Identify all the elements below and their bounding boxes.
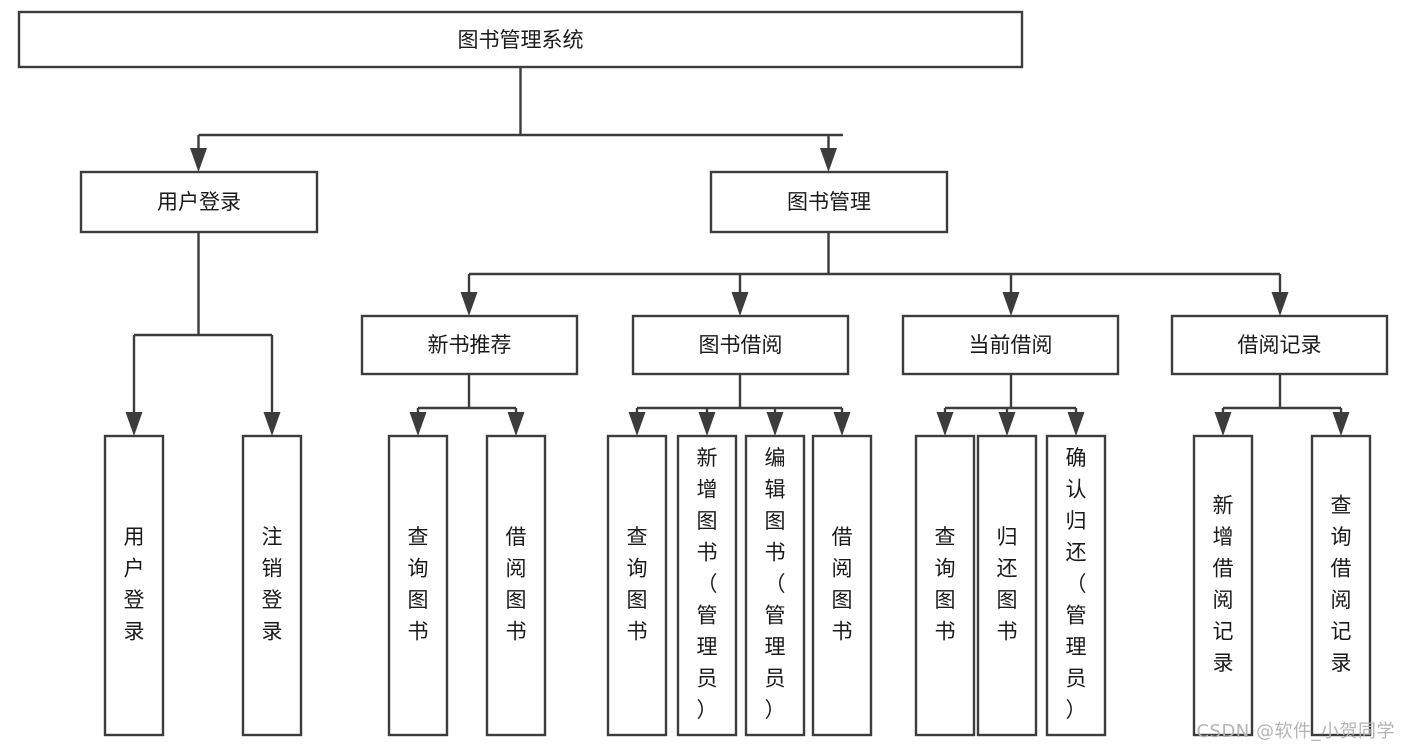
arrowhead-borrow-record [1271, 292, 1289, 316]
node-leaf-query-book-3-box[interactable] [914, 434, 976, 737]
node-root-box[interactable] [17, 10, 1024, 69]
arrowhead-leaf-user-logout [263, 412, 281, 436]
arrowhead-leaf-confirm-return [1067, 412, 1085, 436]
node-leaf-borrow-book-2-box[interactable] [811, 434, 873, 737]
node-book-borrow[interactable]: 图书借阅 [631, 314, 850, 376]
node-new-book-recommend[interactable]: 新书推荐 [360, 314, 579, 376]
node-leaf-add-record-label: 新增借阅记录 [1213, 493, 1234, 675]
node-book-management[interactable]: 图书管理 [709, 170, 949, 234]
node-leaf-return-book-box[interactable] [976, 434, 1038, 737]
node-leaf-query-record[interactable]: 查询借阅记录 [1310, 434, 1372, 737]
arrowhead-leaf-query-book-2 [628, 412, 646, 436]
node-leaf-query-book-1-box[interactable] [387, 434, 449, 737]
node-leaf-edit-book-box[interactable] [744, 434, 806, 737]
node-book-management-label: 图书管理 [787, 190, 871, 214]
node-leaf-borrow-book-2[interactable]: 借阅图书 [811, 434, 873, 737]
arrowhead-user-login [190, 148, 207, 172]
arrowhead-leaf-borrow-book-2 [833, 412, 851, 436]
node-leaf-user-login-label: 用户登录 [124, 525, 145, 644]
node-book-borrow-box[interactable] [631, 314, 850, 376]
node-leaf-confirm-return-box[interactable] [1045, 434, 1107, 737]
node-leaf-user-login[interactable]: 用户登录 [103, 434, 165, 737]
node-leaf-query-book-1[interactable]: 查询图书 [387, 434, 449, 737]
arrowhead-leaf-return-book [998, 412, 1016, 436]
node-leaf-edit-book[interactable]: 编辑图书（管理员） [744, 434, 806, 737]
node-new-book-recommend-label: 新书推荐 [428, 333, 512, 357]
node-leaf-query-record-box[interactable] [1310, 434, 1372, 737]
node-book-borrow-label: 图书借阅 [699, 333, 783, 357]
node-current-borrow-label: 当前借阅 [969, 333, 1053, 357]
node-root[interactable]: 图书管理系统 [17, 10, 1024, 69]
arrowhead-leaf-query-book-1 [409, 412, 427, 436]
node-leaf-return-book-label: 归还图书 [997, 525, 1018, 644]
node-leaf-borrow-book-1-label: 借阅图书 [506, 525, 527, 644]
arrowhead-leaf-query-record [1332, 412, 1350, 436]
node-leaf-add-book[interactable]: 新增图书（管理员） [676, 434, 738, 737]
node-leaf-query-book-1-label: 查询图书 [408, 525, 429, 644]
arrowhead-leaf-add-book [698, 412, 716, 436]
node-leaf-add-record-box[interactable] [1192, 434, 1254, 737]
node-leaf-borrow-book-1-box[interactable] [485, 434, 547, 737]
node-leaf-borrow-book-1[interactable]: 借阅图书 [485, 434, 547, 737]
node-user-login[interactable]: 用户登录 [79, 170, 319, 234]
node-current-borrow[interactable]: 当前借阅 [901, 314, 1120, 376]
arrowhead-book-management [820, 148, 837, 172]
node-leaf-confirm-return[interactable]: 确认归还（管理员） [1045, 434, 1107, 737]
node-root-label: 图书管理系统 [458, 28, 584, 52]
node-leaf-query-book-2-box[interactable] [606, 434, 668, 737]
node-book-management-box[interactable] [709, 170, 949, 234]
node-current-borrow-box[interactable] [901, 314, 1120, 376]
node-leaf-user-logout[interactable]: 注销登录 [241, 434, 303, 737]
node-leaf-query-book-2[interactable]: 查询图书 [606, 434, 668, 737]
node-leaf-query-book-3[interactable]: 查询图书 [914, 434, 976, 737]
node-borrow-record-box[interactable] [1170, 314, 1389, 376]
node-user-login-box[interactable] [79, 170, 319, 234]
connector-group [125, 67, 1350, 436]
node-new-book-recommend-box[interactable] [360, 314, 579, 376]
node-leaf-return-book[interactable]: 归还图书 [976, 434, 1038, 737]
node-leaf-query-book-2-label: 查询图书 [627, 525, 648, 644]
node-user-login-label: 用户登录 [157, 190, 241, 214]
arrowhead-leaf-query-book-3 [936, 412, 954, 436]
arrowhead-leaf-user-login [125, 412, 143, 436]
node-leaf-query-record-label: 查询借阅记录 [1331, 493, 1352, 675]
node-leaf-user-logout-box[interactable] [241, 434, 303, 737]
node-leaf-edit-book-label: 编辑图书（管理员） [765, 446, 786, 722]
node-leaf-add-book-box[interactable] [676, 434, 738, 737]
arrowhead-book-borrow [731, 292, 749, 316]
node-leaf-query-book-3-label: 查询图书 [935, 525, 956, 644]
node-leaf-add-book-label: 新增图书（管理员） [697, 446, 718, 722]
arrowhead-leaf-edit-book [766, 412, 784, 436]
node-leaf-confirm-return-label: 确认归还（管理员） [1066, 446, 1087, 722]
arrowhead-current-borrow [1002, 292, 1020, 316]
arrowhead-new-book-recommend [460, 292, 478, 316]
node-leaf-borrow-book-2-label: 借阅图书 [832, 525, 853, 644]
node-leaf-add-record[interactable]: 新增借阅记录 [1192, 434, 1254, 737]
node-borrow-record-label: 借阅记录 [1238, 333, 1322, 357]
node-leaf-user-logout-label: 注销登录 [262, 525, 283, 644]
node-borrow-record[interactable]: 借阅记录 [1170, 314, 1389, 376]
arrowhead-leaf-borrow-book-1 [507, 412, 525, 436]
node-leaf-user-login-box[interactable] [103, 434, 165, 737]
arrowhead-leaf-add-record [1214, 412, 1232, 436]
